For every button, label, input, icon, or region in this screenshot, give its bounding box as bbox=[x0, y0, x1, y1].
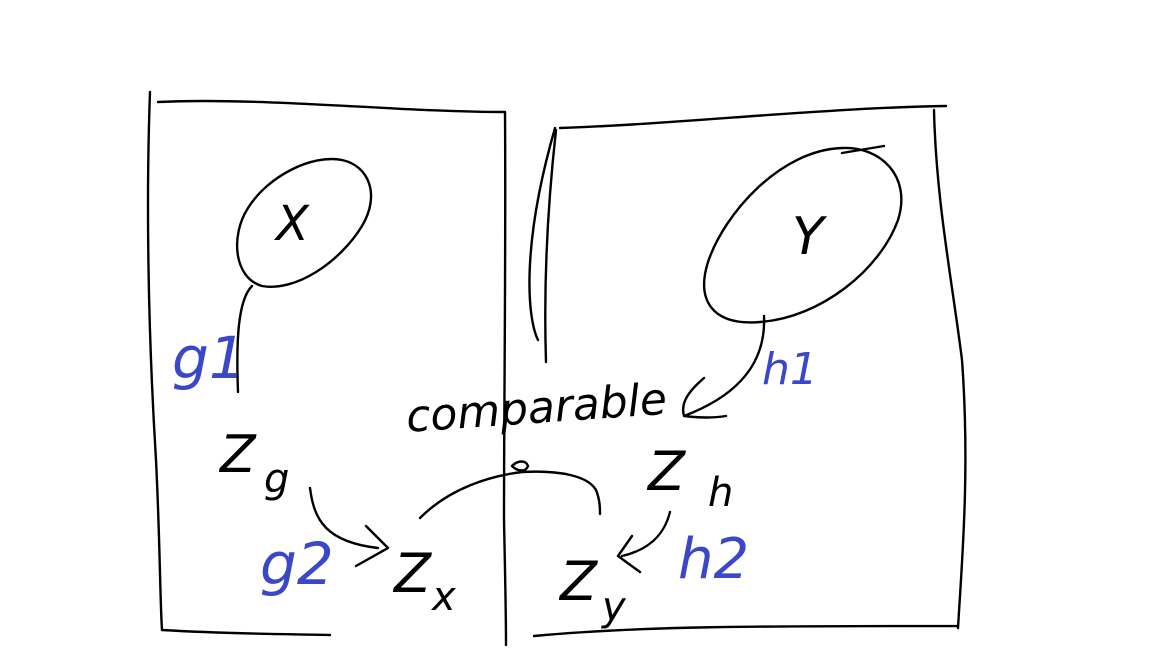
comparable-label: comparable bbox=[404, 374, 668, 443]
h1-label: h1 bbox=[762, 344, 818, 395]
g2-mapping-arrow bbox=[308, 486, 390, 568]
left-panel bbox=[146, 90, 508, 647]
y-set-label: Y bbox=[792, 207, 828, 267]
z-y-subscript: y bbox=[601, 584, 627, 630]
g1-label: g1 bbox=[172, 324, 246, 392]
z-g-subscript: g bbox=[264, 456, 289, 502]
z-x-label: Z bbox=[392, 542, 432, 605]
x-set-label: X bbox=[273, 196, 310, 252]
z-g-label: Z bbox=[218, 425, 257, 485]
left-panel-border bbox=[146, 90, 508, 647]
h1-mapping-arrow bbox=[681, 314, 766, 419]
right-panel-border bbox=[528, 104, 967, 638]
g2-label: g2 bbox=[260, 530, 334, 598]
z-y-label: Z bbox=[558, 550, 598, 613]
h2-label: h2 bbox=[678, 527, 749, 592]
y-set-ellipse bbox=[703, 144, 903, 324]
x-set-ellipse bbox=[235, 157, 373, 288]
z-x-subscript: x bbox=[430, 574, 456, 620]
right-panel bbox=[528, 104, 967, 638]
y-ellipse-outline bbox=[703, 144, 903, 324]
g1-mapping-line bbox=[236, 284, 254, 394]
x-ellipse-outline bbox=[235, 157, 373, 288]
h2-mapping-arrow bbox=[616, 510, 672, 574]
z-h-subscript: h bbox=[708, 470, 733, 516]
z-h-label: Z bbox=[646, 440, 686, 503]
comparable-bracket bbox=[418, 460, 602, 520]
